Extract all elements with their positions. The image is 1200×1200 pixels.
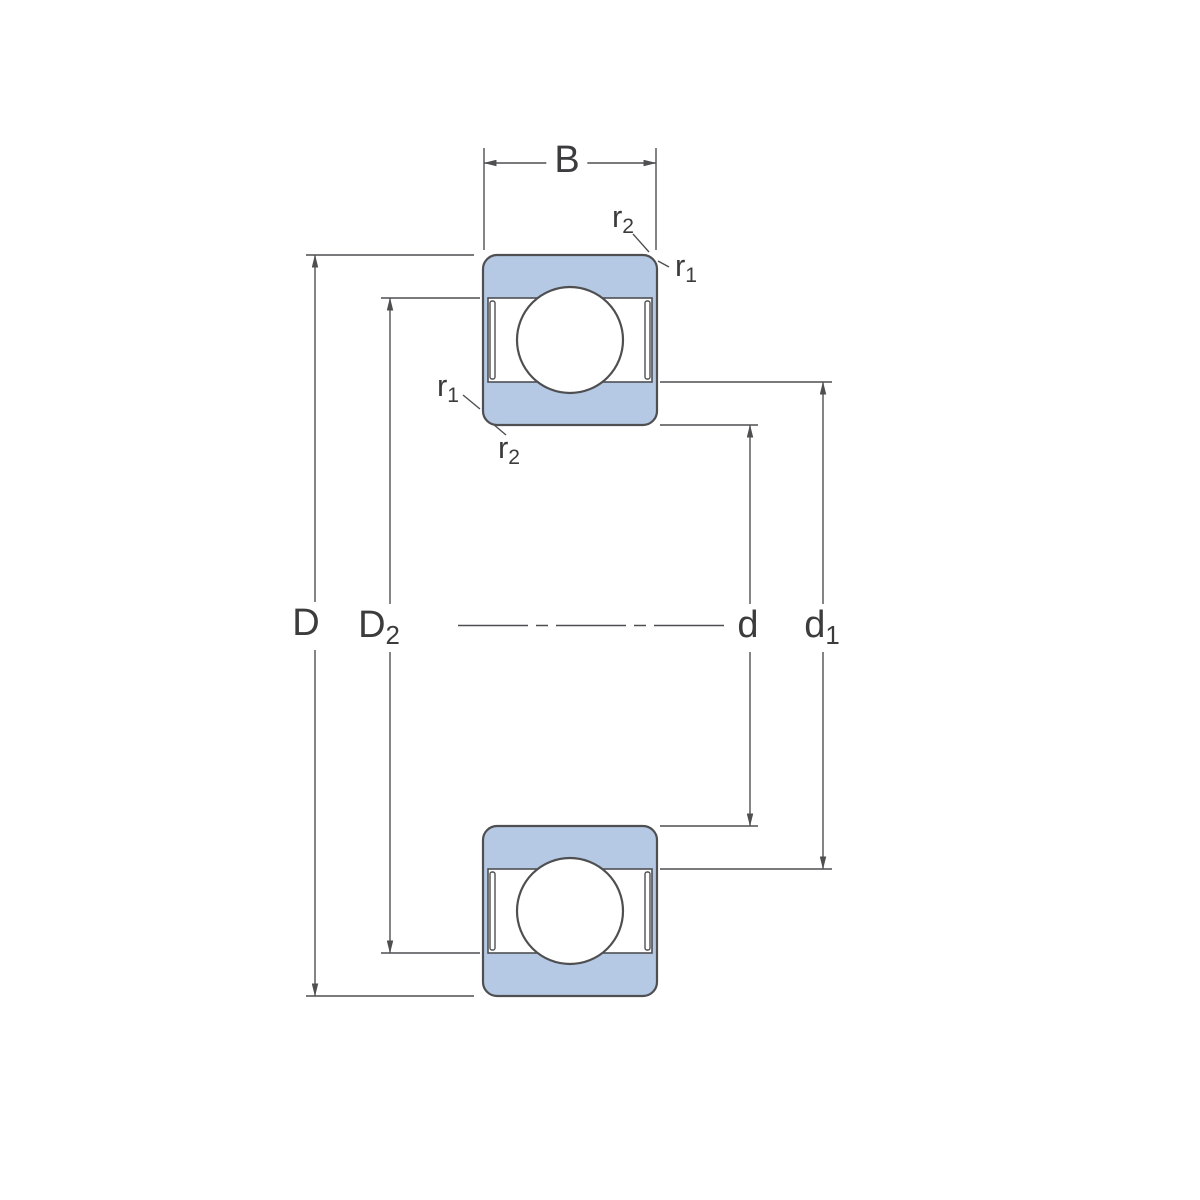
label-r1-mid: r1 — [435, 370, 461, 406]
label-r2-mid-base: r — [497, 430, 509, 466]
label-r1-top: r1 — [673, 250, 699, 286]
bearing-section-top — [481, 253, 659, 427]
label-r1-mid-base: r — [436, 368, 448, 404]
label-r2-mid: r2 — [496, 432, 522, 468]
label-r1-top-sub: 1 — [685, 263, 698, 287]
label-d-base: d — [737, 603, 759, 646]
ball — [515, 285, 625, 395]
label-D2-sub: 2 — [385, 622, 400, 651]
radius-leaders — [462, 233, 670, 436]
label-r2-mid-sub: 2 — [508, 445, 521, 469]
label-D-base: D — [292, 601, 320, 644]
shield-left — [489, 300, 496, 380]
leader-r2-mid — [492, 423, 507, 436]
shield-right — [644, 300, 651, 380]
label-D2: D2 — [350, 603, 408, 653]
label-r2-top-base: r — [611, 199, 623, 235]
leader-r1-mid — [462, 394, 481, 410]
leader-r2-top — [632, 233, 650, 253]
label-B: B — [546, 138, 588, 188]
label-r2-top-sub: 2 — [622, 214, 635, 238]
label-d1-base: d — [804, 603, 826, 646]
label-D: D — [284, 601, 328, 651]
shield-right — [644, 871, 651, 951]
label-d: d — [729, 603, 767, 653]
label-d1: d1 — [796, 603, 848, 653]
ball — [515, 856, 625, 966]
leader-r1-top — [657, 260, 670, 268]
label-D2-base: D — [358, 603, 386, 646]
label-r1-mid-sub: 1 — [447, 383, 460, 407]
bearing-section-bottom — [481, 824, 659, 998]
label-d1-sub: 1 — [825, 622, 840, 651]
label-r1-top-base: r — [674, 248, 686, 284]
label-r2-top: r2 — [610, 201, 636, 237]
shield-left — [489, 871, 496, 951]
label-B-base: B — [554, 138, 580, 181]
